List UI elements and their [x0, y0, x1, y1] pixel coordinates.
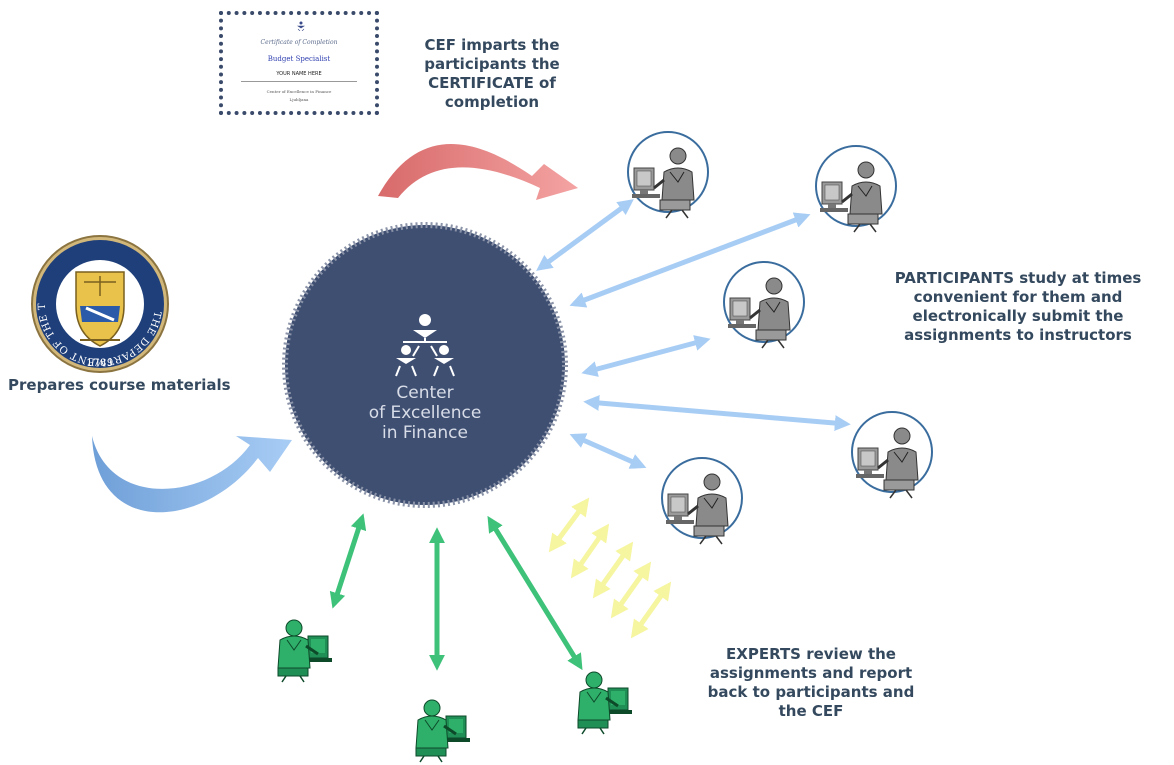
certificate-heading: Certificate of Completion — [260, 39, 338, 46]
certificate-thumbnail: Certificate of Completion Budget Special… — [219, 11, 379, 115]
yellow-arrow-4 — [610, 561, 652, 619]
participant-arrow-4 — [583, 394, 851, 432]
certificate-title: Budget Specialist — [267, 55, 331, 63]
center-line-3: in Finance — [382, 423, 468, 443]
participants-note: PARTICIPANTS study at times convenient f… — [894, 269, 1142, 344]
expert-arrow-3 — [487, 515, 583, 671]
expert-arrow-1 — [329, 513, 367, 609]
treasury-seal: THE DEPARTMENT OF THE TREASURY 1789 — [0, 0, 169, 373]
participant-arrow-1 — [536, 199, 634, 271]
center-line-2: of Excellence — [369, 403, 482, 423]
person-at-computer-icon — [414, 698, 472, 764]
participant-node-2 — [815, 145, 897, 234]
expert-node-2 — [414, 698, 472, 764]
certificate-divider — [241, 81, 357, 82]
expert-node-3 — [576, 670, 634, 736]
yellow-arrow-5 — [630, 581, 672, 639]
curved-arrow-treasury-to-cef — [92, 436, 292, 513]
curved-arrow-cert-to-participants — [378, 144, 578, 200]
yellow-arrow-1 — [548, 497, 590, 553]
participant-node-1 — [627, 131, 709, 220]
participant-node-3 — [723, 261, 805, 350]
participant-node-4 — [851, 411, 933, 500]
participant-node-5 — [661, 457, 743, 546]
cef-center-node: Center of Excellence in Finance — [282, 222, 568, 508]
experts-note: EXPERTS review the assignments and repor… — [707, 645, 915, 720]
certificate-footer-2: Ljubljana — [289, 97, 309, 102]
person-at-computer-icon — [576, 670, 634, 736]
treasury-note: Prepares course materials — [8, 376, 231, 394]
certificate-footer-1: Center of Excellence in Finance — [266, 89, 332, 94]
yellow-arrow-2 — [570, 523, 610, 579]
certificate-note: CEF imparts the participants the CERTIFI… — [424, 36, 560, 111]
participant-arrow-3 — [581, 335, 711, 377]
participant-arrow-5 — [569, 433, 647, 469]
certificate-name-placeholder: YOUR NAME HERE — [276, 71, 322, 77]
expert-node-1 — [276, 618, 334, 684]
person-at-computer-icon — [276, 618, 334, 684]
cef-logo-icon — [297, 21, 305, 31]
org-chart-icon — [395, 314, 455, 377]
center-line-1: Center — [396, 383, 453, 403]
participant-arrow-2 — [569, 212, 811, 308]
seal-year: 1789 — [86, 358, 113, 369]
yellow-arrow-3 — [592, 541, 634, 599]
